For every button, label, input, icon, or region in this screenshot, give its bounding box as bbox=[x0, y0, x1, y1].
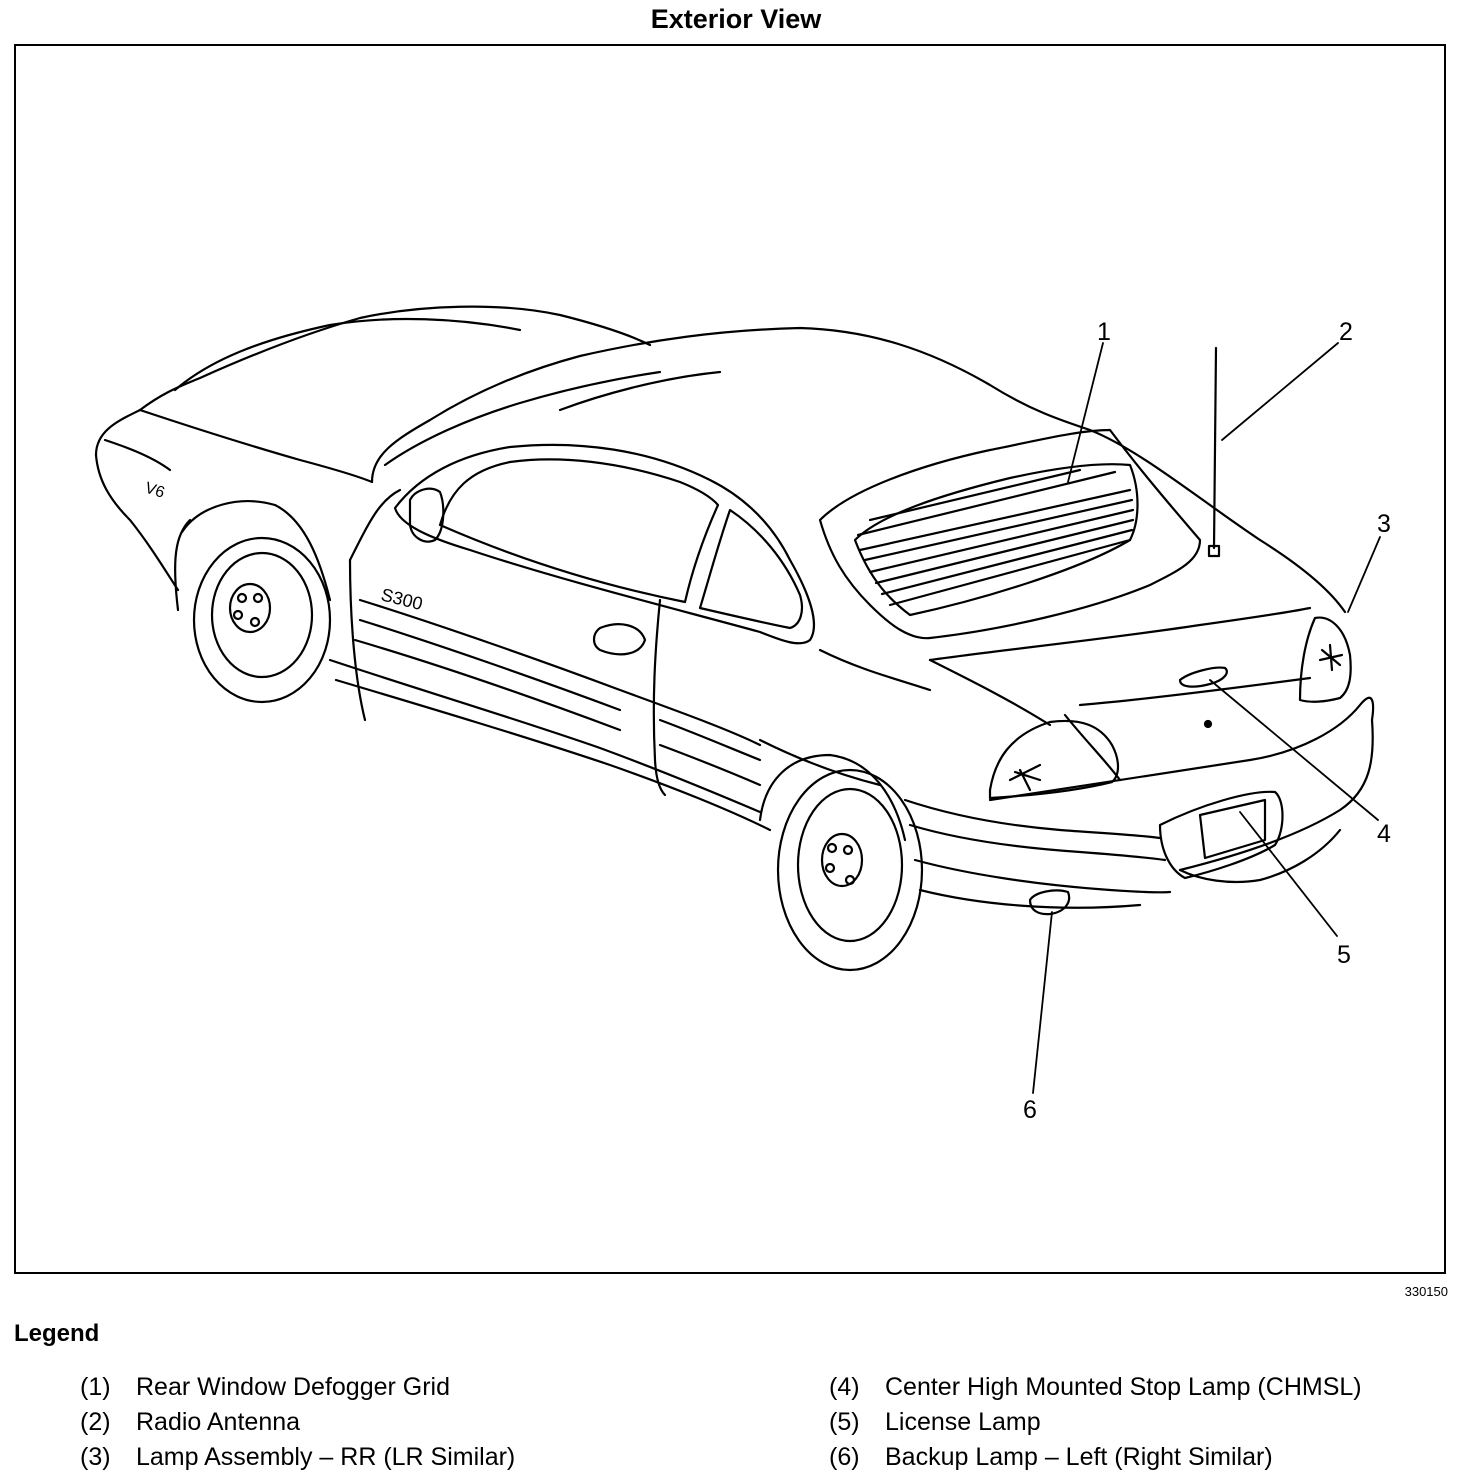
radio-antenna bbox=[1207, 346, 1221, 558]
illustration-frame bbox=[14, 44, 1446, 1274]
side-windows bbox=[393, 443, 815, 645]
tail-lamps bbox=[988, 616, 1352, 800]
callout-4: 4 bbox=[1377, 820, 1391, 848]
rear-wheel bbox=[758, 753, 924, 972]
license-plate-housing bbox=[1158, 790, 1284, 880]
rear-window bbox=[818, 428, 1202, 640]
svg-text:S300: S300 bbox=[379, 584, 425, 614]
legend-title: Legend bbox=[14, 1320, 100, 1347]
legend-item-4: (4)Center High Mounted Stop Lamp (CHMSL) bbox=[829, 1373, 1362, 1401]
legend-item-3: (3)Lamp Assembly – RR (LR Similar) bbox=[80, 1443, 516, 1471]
legend-item-6: (6)Backup Lamp – Left (Right Similar) bbox=[829, 1443, 1273, 1471]
callout-6: 6 bbox=[1023, 1096, 1037, 1124]
diagram-title: Exterior View bbox=[650, 4, 822, 34]
backup-lamp bbox=[1028, 889, 1071, 916]
legend-item-2: (2)Radio Antenna bbox=[80, 1408, 301, 1436]
callout-5: 5 bbox=[1337, 941, 1351, 969]
callouts: 1 2 3 4 5 6 V6 bbox=[143, 318, 1391, 1124]
leader-lines bbox=[1032, 342, 1381, 1094]
car-illustration: S300 bbox=[94, 305, 1391, 1124]
legend-item-5: (5)License Lamp bbox=[829, 1408, 1041, 1436]
chmsl-lamp bbox=[1178, 666, 1228, 688]
legend-item-1: (1)Rear Window Defogger Grid bbox=[80, 1373, 451, 1401]
callout-2: 2 bbox=[1339, 318, 1353, 346]
car-body bbox=[94, 305, 1375, 909]
callout-3: 3 bbox=[1377, 510, 1391, 538]
v6-badge: V6 bbox=[143, 480, 167, 502]
trunk-lock bbox=[1203, 719, 1213, 729]
front-wheel bbox=[174, 500, 332, 704]
callout-1: 1 bbox=[1097, 318, 1111, 346]
figure-id: 330150 bbox=[1404, 1284, 1448, 1299]
